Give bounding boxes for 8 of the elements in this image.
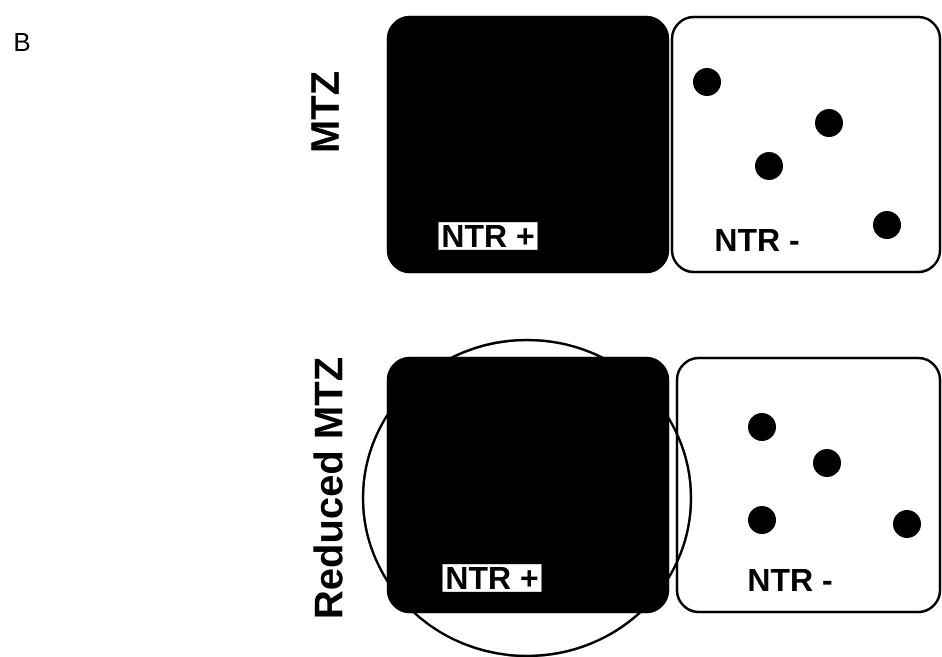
panel: NTR - (670, 16, 942, 274)
panel: NTR - (676, 356, 942, 614)
row-label: MTZ (311, 72, 339, 150)
panel: NTR + (386, 16, 670, 274)
panel: NTR + (386, 356, 670, 614)
circle-outline (362, 338, 692, 657)
row-label: Reduced MTZ (313, 358, 343, 616)
panel-letter: B (15, 33, 30, 51)
